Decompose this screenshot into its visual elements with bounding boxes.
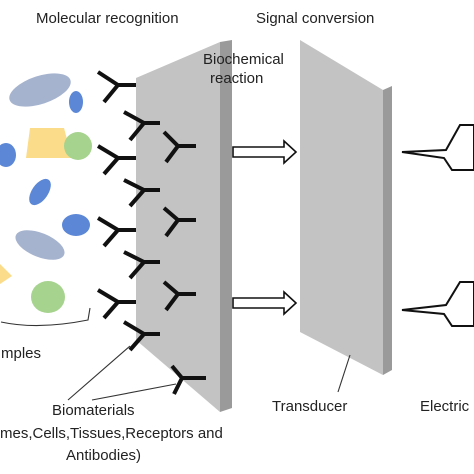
biochemical-reaction-label-line2: reaction — [210, 70, 263, 87]
transducer-label: Transducer — [272, 398, 347, 415]
receptor-y-icon — [122, 320, 160, 352]
receptor-y-icon — [162, 280, 196, 312]
receptor-y-icon — [96, 144, 136, 176]
biomaterials-label-line1: Biomaterials — [52, 402, 135, 419]
sample-molecule-blue-round — [62, 214, 90, 236]
sample-molecule-blue-ellipse — [9, 73, 71, 107]
receptor-y-icon — [123, 250, 160, 280]
hollow-arrow-icon — [232, 139, 298, 165]
biomaterials-leader-line — [67, 345, 131, 401]
biomaterials-label-line3: Antibodies) — [66, 447, 141, 464]
sample-molecule-blue-long — [15, 230, 65, 260]
receptor-y-icon — [162, 206, 196, 238]
recognition-panel-front — [136, 42, 220, 412]
recognition-panel-side — [220, 40, 232, 412]
sample-molecule-blue-tilted — [29, 178, 51, 206]
sample-molecule-green-circle — [64, 132, 92, 160]
lightning-bolt-icon — [401, 281, 474, 327]
sample-molecule-blue-small — [69, 91, 83, 113]
receptor-y-icon — [123, 110, 160, 142]
sample-molecules — [0, 73, 92, 313]
biomaterials-leader-line — [91, 383, 177, 401]
sample-molecule-yellow-edge — [0, 264, 12, 284]
transducer-leader-line — [337, 354, 351, 393]
receptor-y-icon — [162, 130, 196, 164]
transducer-panel-side — [383, 86, 392, 375]
biomaterials-label-line2: mes,Cells,Tissues,Receptors and — [0, 425, 223, 442]
receptor-group — [96, 70, 206, 395]
sample-molecule-blue-edge — [0, 143, 16, 167]
transducer-panel-front — [300, 40, 383, 375]
hollow-arrow-icon — [232, 290, 298, 316]
samples-bracket — [0, 307, 91, 327]
signal-conversion-heading: Signal conversion — [256, 10, 374, 27]
receptor-y-icon — [96, 288, 136, 320]
receptor-y-icon — [96, 216, 136, 248]
receptor-y-icon — [170, 364, 206, 395]
electric-signal-label: Electric — [420, 398, 470, 415]
sample-molecule-yellow-trapezoid — [26, 128, 72, 158]
recognition-panel — [136, 40, 232, 412]
lightning-bolt-icon — [401, 124, 474, 171]
samples-label: mples — [1, 345, 41, 362]
sample-molecule-green-blob — [31, 281, 65, 313]
transducer-panel — [300, 40, 392, 375]
receptor-y-icon — [96, 70, 136, 104]
receptor-y-icon — [123, 178, 160, 208]
biochemical-reaction-label-line1: Biochemical — [203, 51, 284, 68]
molecular-recognition-heading: Molecular recognition — [36, 10, 179, 27]
